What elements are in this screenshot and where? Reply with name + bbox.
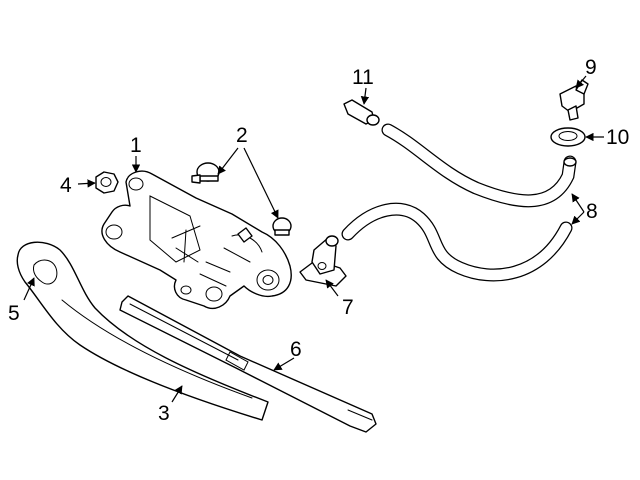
callout-7: 7	[342, 296, 354, 319]
callout-11: 11	[352, 66, 374, 89]
wiper-blade	[119, 295, 377, 433]
hose-connector	[299, 235, 347, 287]
callout-6: 6	[290, 338, 302, 361]
callout-8: 8	[586, 200, 598, 223]
grommet-upper	[191, 162, 220, 184]
leader-lines	[23, 75, 604, 403]
nut	[95, 171, 119, 194]
wiper-arm	[16, 241, 269, 421]
callout-9: 9	[585, 56, 597, 79]
check-valve	[559, 79, 589, 121]
grommet-lower	[272, 217, 292, 236]
washer-nozzle	[343, 99, 380, 126]
callout-10: 10	[606, 126, 629, 149]
wiper-motor	[101, 170, 292, 310]
callout-5: 5	[8, 302, 20, 325]
grommet	[550, 127, 586, 147]
callout-2: 2	[236, 124, 248, 147]
callout-1: 1	[130, 134, 142, 157]
callout-3: 3	[158, 402, 170, 425]
washer-hose	[341, 123, 577, 282]
callout-4: 4	[60, 174, 72, 197]
